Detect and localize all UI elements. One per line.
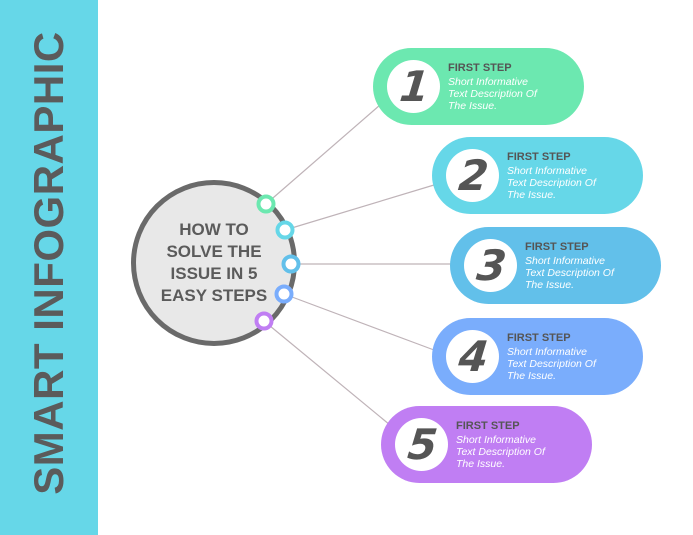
step-heading: FIRST STEP <box>456 420 520 432</box>
step-desc-line: Text Description Of <box>507 358 596 370</box>
step-number: 2 <box>456 150 489 200</box>
step-number: 1 <box>397 61 430 111</box>
step-card-1: 1 FIRST STEP Short Informative Text Desc… <box>373 48 584 125</box>
step-desc-line: Text Description Of <box>507 177 596 189</box>
step-description: Short Informative Text Description Of Th… <box>448 76 578 112</box>
step-number: 3 <box>474 240 507 290</box>
step-number-badge: 3 <box>464 239 517 292</box>
step-description: Short Informative Text Description Of Th… <box>456 434 586 470</box>
connector-dot-1 <box>256 194 276 214</box>
step-card-4: 4 FIRST STEP Short Informative Text Desc… <box>432 318 643 395</box>
step-number-badge: 5 <box>395 418 448 471</box>
step-card-5: 5 FIRST STEP Short Informative Text Desc… <box>381 406 592 483</box>
step-heading: FIRST STEP <box>448 62 512 74</box>
step-desc-line: Text Description Of <box>456 446 545 458</box>
step-desc-line: Text Description Of <box>448 88 537 100</box>
step-desc-line: Short Informative <box>525 255 605 267</box>
step-number-badge: 4 <box>446 330 499 383</box>
step-desc-line: Short Informative <box>456 434 536 446</box>
connector-line-1 <box>265 104 381 205</box>
step-card-3: 3 FIRST STEP Short Informative Text Desc… <box>450 227 661 304</box>
connector-dot-3 <box>281 254 301 274</box>
step-card-2: 2 FIRST STEP Short Informative Text Desc… <box>432 137 643 214</box>
hub-title-line-4: EASY STEPS <box>160 286 268 305</box>
step-number: 4 <box>456 331 489 381</box>
step-description: Short Informative Text Description Of Th… <box>507 165 637 201</box>
connector-line-2 <box>284 184 435 231</box>
step-description: Short Informative Text Description Of Th… <box>525 255 655 291</box>
hub-title-line-3: ISSUE IN 5 <box>170 264 258 283</box>
step-desc-line: Short Informative <box>507 346 587 358</box>
step-heading: FIRST STEP <box>507 151 571 163</box>
connector-dot-5 <box>254 311 274 331</box>
step-heading: FIRST STEP <box>525 241 589 253</box>
connector-dot-2 <box>275 220 295 240</box>
connector-line-5 <box>263 320 391 426</box>
step-desc-line: The Issue. <box>507 370 557 382</box>
connector-line-4 <box>283 293 435 351</box>
step-number: 5 <box>405 419 438 469</box>
step-desc-line: The Issue. <box>525 279 575 291</box>
step-desc-line: The Issue. <box>456 458 506 470</box>
step-number-badge: 2 <box>446 149 499 202</box>
step-desc-line: Text Description Of <box>525 267 614 279</box>
step-desc-line: The Issue. <box>448 100 498 112</box>
step-desc-line: The Issue. <box>507 189 557 201</box>
hub-title-line-1: HOW TO <box>179 220 249 239</box>
connector-dot-4 <box>274 284 294 304</box>
step-desc-line: Short Informative <box>448 76 528 88</box>
step-desc-line: Short Informative <box>507 165 587 177</box>
step-description: Short Informative Text Description Of Th… <box>507 346 637 382</box>
sidebar: SMART INFOGRAPHIC <box>0 0 98 535</box>
step-number-badge: 1 <box>387 60 440 113</box>
hub-title: HOW TO SOLVE THE ISSUE IN 5 EASY STEPS <box>136 185 292 341</box>
step-heading: FIRST STEP <box>507 332 571 344</box>
hub-title-line-2: SOLVE THE <box>166 242 262 261</box>
